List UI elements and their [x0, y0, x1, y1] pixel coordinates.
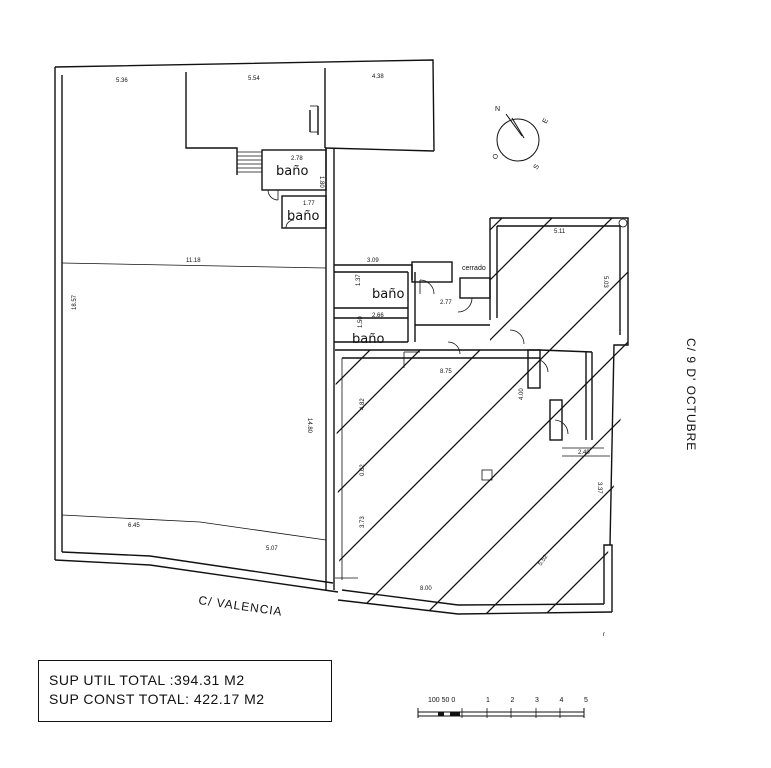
room-label-bano: baño	[287, 209, 319, 224]
dim-5-03: 5.03	[602, 276, 608, 288]
dim-3-37: 3.37	[596, 482, 602, 494]
staircase	[237, 151, 262, 173]
scale-mark-label: 1	[486, 697, 490, 704]
dim-5-36: 5.36	[116, 78, 128, 84]
useful-area-total: SUP UTIL TOTAL :394.31 M2	[49, 672, 245, 688]
dim-1-77: 1.77	[303, 201, 315, 207]
dim-0-62: 0.62	[360, 464, 366, 476]
dim-5-54: 5.54	[248, 76, 260, 82]
scale-bar: 100 50 0 1 2 3 4 5	[417, 697, 588, 718]
dim-1-80: 1.80	[318, 176, 324, 188]
outer-walls	[54, 59, 629, 615]
dim-2-66: 2.66	[372, 313, 384, 319]
dim-18-57: 18.57	[72, 294, 78, 310]
dim-8-75: 8.75	[440, 369, 452, 375]
compass-s: S	[533, 163, 542, 171]
dim-2-78: 2.78	[291, 156, 303, 162]
dim-3-09: 3.09	[367, 258, 379, 264]
built-area-total: SUP CONST TOTAL: 422.17 M2	[49, 691, 265, 707]
scale-mark-label: 2	[511, 697, 515, 704]
hatched-area	[335, 218, 628, 614]
dim-14-80: 14.80	[306, 418, 312, 434]
dim-11-18: 11.18	[186, 258, 201, 264]
dim-2-40: 2.40	[578, 450, 590, 456]
compass-n: N	[495, 106, 500, 113]
dim-6-45: 6.45	[128, 523, 140, 529]
dim-4-38: 4.38	[372, 74, 384, 80]
dimension-labels: 5.36 5.54 4.38 2.78 1.80 1.77 11.18 18.5…	[72, 74, 608, 592]
street-label-valencia: C/ VALENCIA	[198, 593, 284, 619]
scale-label-left: 100 50 0	[428, 697, 455, 704]
dim-8-00: 8.00	[420, 586, 432, 592]
dim-5-52: 5.52	[538, 554, 550, 568]
dim-5-11: 5.11	[554, 229, 566, 235]
dim-3-73: 3.73	[360, 516, 366, 528]
upper-block	[185, 68, 435, 262]
dim-1-37: 1.37	[356, 274, 362, 286]
north-compass: N E S O	[492, 106, 551, 171]
dim-1-50: 1.50	[358, 316, 364, 328]
central-partition	[61, 262, 335, 590]
dim-4-00: 4.00	[519, 388, 525, 400]
compass-o: O	[492, 152, 501, 161]
room-label-cerrado: cerrado	[462, 265, 486, 272]
scale-mark-label: 4	[560, 697, 564, 704]
compass-e: E	[542, 117, 551, 125]
corner-mark: r	[603, 632, 605, 638]
dim-4-82: 4.82	[360, 398, 366, 410]
room-label-bano: baño	[352, 332, 384, 347]
surface-area-box: SUP UTIL TOTAL :394.31 M2 SUP CONST TOTA…	[38, 660, 332, 722]
scale-mark-label: 5	[584, 697, 588, 704]
room-label-bano: baño	[372, 287, 404, 302]
dim-2-77: 2.77	[440, 300, 452, 306]
dim-5-07: 5.07	[266, 546, 278, 552]
scale-mark-label: 3	[535, 697, 539, 704]
service-rooms	[334, 218, 628, 580]
street-label-9-octubre: C/ 9 D' OCTUBRE	[684, 338, 698, 451]
room-labels: baño baño baño baño cerrado	[276, 164, 486, 347]
room-label-bano: baño	[276, 164, 308, 179]
